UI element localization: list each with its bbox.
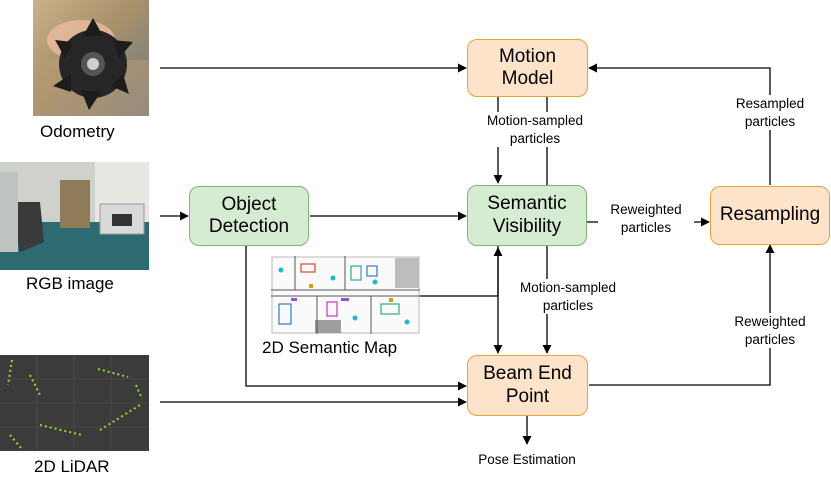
resampling-line1: Resampling [719,204,821,226]
label-motion-sampled-top: Motion-sampled particles [470,112,600,148]
semantic-visibility-line2: Visibility [492,215,562,237]
label-motion-sampled-top-line1: Motion-sampled [486,113,584,128]
edge-resampling-to-motion [588,63,771,185]
rgb-image [0,162,149,270]
beam-end-point-line1: Beam End [483,363,572,385]
odometry-image [33,0,149,116]
edge-beam-to-resampling [589,244,775,386]
semantic-map-label: 2D Semantic Map [262,338,398,357]
label-reweighted-right-line1: Reweighted [610,202,682,217]
label-reweighted-right-line2: particles [620,219,672,235]
semantic-visibility-line1: Semantic [487,193,567,215]
motion-model-box: Motion Model [467,39,588,97]
label-reweighted-lower-line2: particles [744,331,796,347]
odometry-label: Odometry [40,122,115,141]
semantic-map-image [271,256,420,334]
label-resampled-line1: Resampled [735,96,805,111]
rgb-label: RGB image [26,274,114,293]
label-reweighted-right: Reweighted particles [598,201,694,237]
lidar-label: 2D LiDAR [34,457,110,476]
label-motion-sampled-mid-line1: Motion-sampled [519,280,617,295]
label-motion-sampled-mid: Motion-sampled particles [504,279,632,315]
label-motion-sampled-mid-line2: particles [542,297,594,313]
motion-model-line1: Motion [498,45,557,67]
lidar-image [0,355,149,451]
motion-model-line2: Model [501,68,554,89]
label-reweighted-lower: Reweighted particles [722,313,818,349]
object-detection-line2: Detection [208,216,290,237]
label-motion-sampled-top-line2: particles [509,130,561,146]
semantic-visibility-box: Semantic Visibility [467,185,587,246]
beam-end-point-box: Beam End Point [467,355,588,416]
label-resampled-line2: particles [744,113,796,129]
label-resampled: Resampled particles [722,95,818,131]
label-reweighted-lower-line1: Reweighted [734,314,806,329]
pose-estimation-label: Pose Estimation [478,452,576,467]
resampling-box: Resampling [710,186,830,245]
object-detection-box: Object Detection [189,186,309,246]
edge-detection-to-beam [245,246,467,391]
object-detection-line1: Object [221,193,277,215]
beam-end-point-line2: Point [505,385,550,407]
